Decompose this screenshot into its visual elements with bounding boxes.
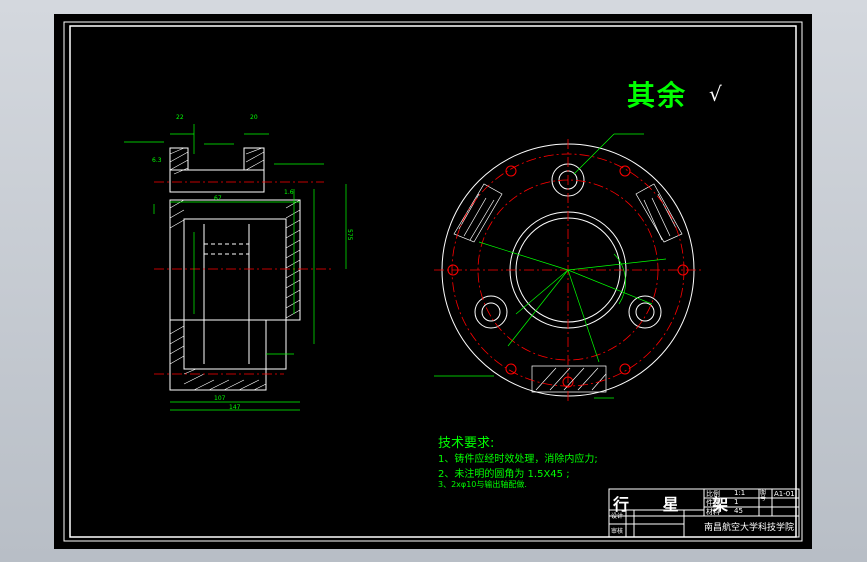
front-dimensions (434, 133, 667, 399)
roughness-1-6: 1.6 (284, 189, 294, 196)
drawing-sheet: 107 147 67 22 575 20 6.3 1.6 (54, 14, 812, 549)
material-label: 材料 (706, 508, 720, 516)
surface-finish-note: 其余 (627, 79, 688, 112)
drawn-by-label: 设计 (611, 513, 624, 520)
quantity-label: 件数 (706, 499, 720, 507)
dim-20: 20 (250, 114, 258, 121)
front-centerlines (434, 139, 704, 404)
scale-value: 1:1 (734, 489, 746, 497)
quantity-value: 1 (734, 498, 739, 506)
checker-label: 审核 (611, 528, 624, 535)
dim-147: 147 (229, 404, 241, 411)
tech-req-item-1: 1、铸件应经时效处理，消除内应力; (438, 454, 598, 465)
dim-107: 107 (214, 395, 226, 402)
title-block-grid (608, 488, 800, 538)
inner-border (69, 25, 797, 538)
roughness-6-3: 6.3 (152, 157, 162, 164)
part-name: 行 星 架 (613, 495, 743, 514)
section-dimensions (124, 124, 347, 411)
dim-22: 22 (176, 114, 184, 121)
sheet-label: 图号 (760, 489, 767, 502)
drawing-number: A1-01 (774, 490, 795, 498)
scale-label: 比例 (706, 490, 720, 498)
section-hatching (169, 147, 301, 391)
dim-67: 67 (214, 195, 222, 202)
dim-575: 575 (346, 229, 353, 241)
institution-name: 南昌航空大学科技学院 (704, 523, 795, 533)
section-centerlines (154, 181, 334, 375)
front-cutout-hatch (453, 183, 683, 393)
outer-border (63, 21, 803, 542)
material-value: 45 (734, 507, 743, 515)
roughness-check-icon: √ (709, 82, 722, 106)
tech-req-item-3: 3、2xφ10与输出轴配做. (438, 480, 527, 489)
tech-req-heading: 技术要求: (438, 436, 495, 451)
tech-req-item-2: 2、未注明的圆角为 1.5X45 ; (438, 469, 570, 480)
drawing-canvas: 107 147 67 22 575 20 6.3 1.6 (63, 21, 803, 542)
